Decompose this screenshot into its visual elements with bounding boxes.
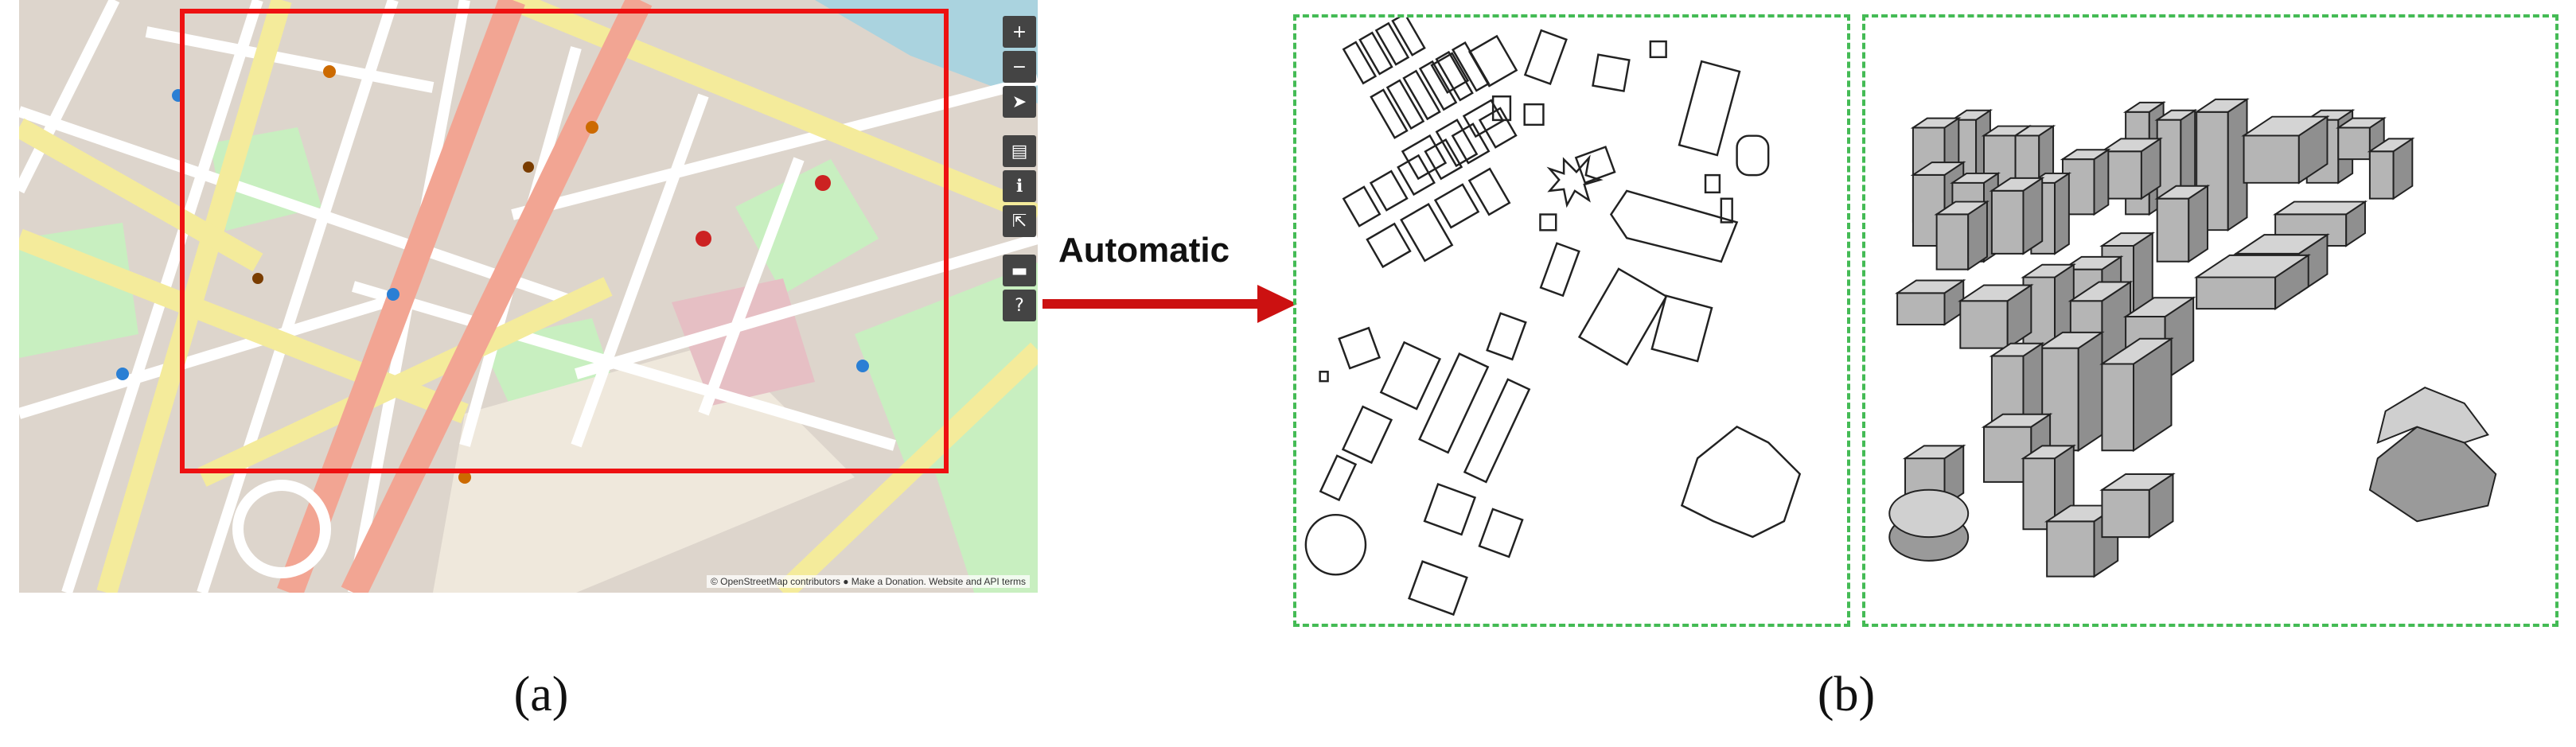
locate-button[interactable]: ➤ (1003, 86, 1036, 118)
building-block (1989, 177, 2045, 255)
roundabout (232, 480, 331, 578)
query-icon: ? (1015, 295, 1024, 316)
selection-rectangle (180, 9, 949, 473)
info-icon: ℹ (1015, 176, 1023, 196)
building-block (1958, 283, 2034, 350)
share-icon: ⇱ (1011, 211, 1027, 231)
water-area (815, 0, 1038, 103)
layers-button[interactable]: ▤ (1003, 135, 1036, 167)
caption-a: (a) (513, 667, 569, 722)
main-roads (277, 0, 653, 593)
plus-icon: + (1011, 21, 1027, 42)
building-block (2099, 473, 2176, 539)
map-pois (116, 65, 869, 484)
building-block (2154, 184, 2211, 263)
building-block (2367, 137, 2415, 200)
building-block (1888, 488, 1970, 562)
building-block (2044, 504, 2121, 578)
zoom-out-button[interactable]: − (1003, 51, 1036, 83)
note-button[interactable]: ▬ (1003, 255, 1036, 286)
extruded-buildings-panel (1862, 14, 2558, 627)
note-icon: ▬ (1011, 260, 1028, 281)
building-footprints (1304, 18, 1802, 617)
caption-b: (b) (1817, 667, 1876, 722)
locate-icon: ➤ (1011, 91, 1027, 112)
park-area (926, 414, 1038, 593)
building-block (2099, 337, 2174, 453)
secondary-roads (19, 0, 1038, 593)
building-block (1894, 278, 1966, 326)
street-map[interactable] (19, 0, 1038, 593)
extruded-buildings (1888, 98, 2497, 578)
minus-icon: − (1011, 56, 1027, 77)
arrow-label: Automatic (1058, 231, 1230, 270)
footprint-panel (1293, 14, 1850, 627)
layers-icon: ▤ (1011, 141, 1028, 161)
map-panel[interactable]: + − ➤ ▤ ℹ ⇱ ▬ ? © OpenStreetMap contribu… (19, 0, 1038, 593)
park-area (735, 159, 879, 294)
building-block (2060, 148, 2111, 216)
building-block (2368, 387, 2497, 523)
building-block (2241, 115, 2330, 185)
building-block (2099, 137, 2163, 200)
automatic-arrow (1042, 285, 1297, 323)
building-block (2193, 254, 2311, 311)
zoom-in-button[interactable]: + (1003, 16, 1036, 48)
share-button[interactable]: ⇱ (1003, 205, 1036, 237)
map-attribution[interactable]: © OpenStreetMap contributors ● Make a Do… (706, 575, 1030, 588)
map-controls: + − ➤ ▤ ℹ ⇱ ▬ ? (1003, 16, 1038, 325)
building-block (1934, 200, 1990, 271)
query-button[interactable]: ? (1003, 290, 1036, 321)
info-button[interactable]: ℹ (1003, 170, 1036, 202)
